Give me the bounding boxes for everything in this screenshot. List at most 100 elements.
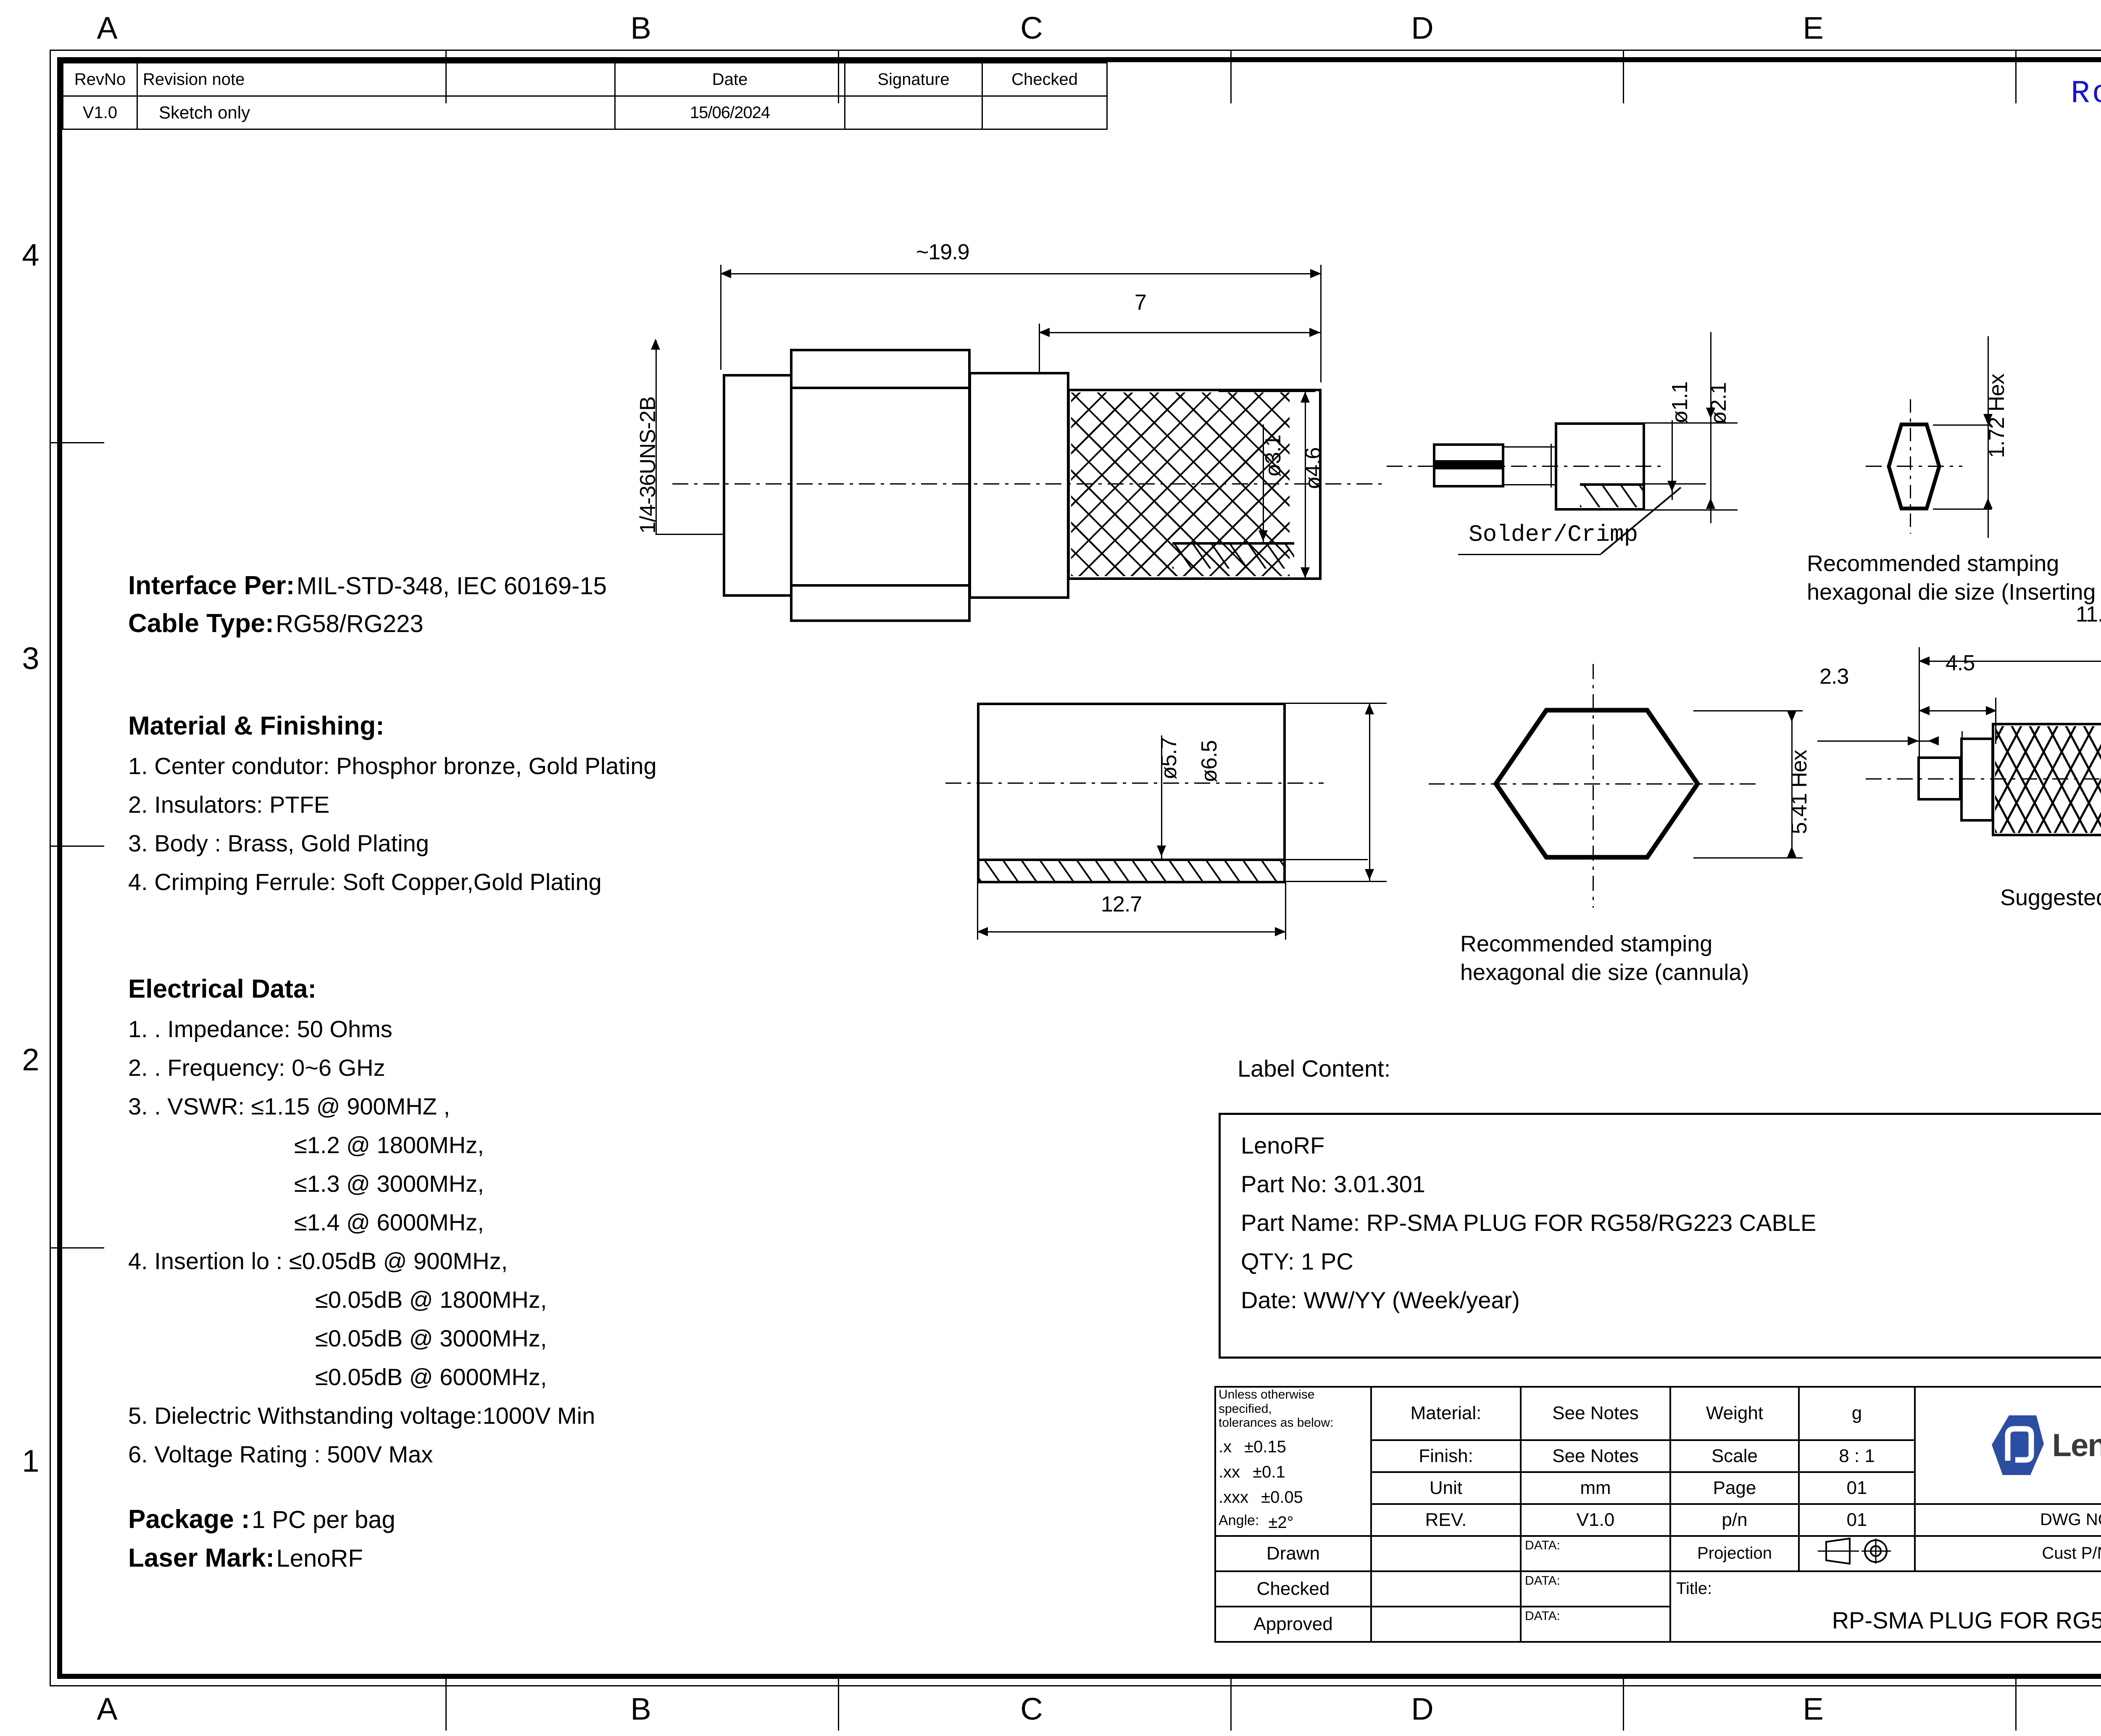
solder-crimp-leader (1600, 487, 1682, 555)
pin-shank-bot (1502, 484, 1557, 485)
electrical-item-2: 2. . Frequency: 0~6 GHz (128, 1054, 385, 1081)
pinhex-centerline-v (1910, 399, 1911, 534)
strip-dim-45-label: 4.5 (1946, 651, 1975, 675)
pin-view-centerline (1387, 466, 1664, 467)
finish-label-cell: Finish: (1370, 1439, 1522, 1473)
zone-col-a-top: A (97, 11, 118, 45)
ferrule-sleeve-body (977, 703, 1286, 883)
tolerance-note-line1: Unless otherwise specified, (1219, 1388, 1315, 1416)
zone-sep-bot-5 (2015, 1677, 2017, 1731)
strip-dim-23-arrow-r1 (1908, 736, 1919, 746)
main-thread-note: 1/4-36UNS-2B (636, 396, 660, 534)
rohs-compliant-note: RoHS Compliant. (2070, 76, 2101, 112)
pinhex-caption-line2: hexagonal die size (Inserting pin) (1807, 580, 2101, 605)
main-dim-ferrule-arrow-left (1039, 328, 1050, 337)
tol-xxx-value: ±0.05 (1261, 1488, 1303, 1507)
main-dim-overall-arrow-right (1310, 269, 1321, 278)
ferrule-sleeve-section (979, 861, 1283, 881)
cannula-hex-dim-line (1791, 710, 1793, 857)
electrical-item-3a: ≤1.2 @ 1800MHz, (294, 1132, 484, 1158)
strip-dim-115-label: 11.5 (2076, 602, 2101, 627)
dwg-no-label-cell: DWG NO. (1914, 1503, 2101, 1537)
title-block-row-4: REV. V1.0 p/n 01 DWG NO. 3.01.301 (1215, 1503, 2101, 1537)
pin-shank-top (1502, 446, 1557, 448)
unit-value-cell: mm (1520, 1471, 1671, 1505)
cust-pn-label-cell: Cust P/N. (1914, 1535, 2101, 1572)
hex-nut-chamfer-top (790, 387, 971, 389)
connector-thread-sleeve (723, 374, 803, 597)
zone-sep-top-4 (1623, 50, 1624, 103)
pin-dim-d11-label: ø1.1 (1668, 381, 1692, 424)
electrical-item-1: 1. . Impedance: 50 Ohms (128, 1016, 392, 1042)
main-dim-overall-line (720, 273, 1321, 274)
zone-sep-bot-1 (445, 1677, 447, 1731)
title-block-row-approved: Approved DATA: (1214, 1605, 2101, 1643)
zone-row-1-left: 1 (22, 1444, 39, 1478)
main-dim-ferrule-ext-left (1039, 324, 1040, 378)
scale-label-cell: Scale (1669, 1439, 1800, 1473)
main-dim-d31-arrow (1258, 530, 1268, 541)
material-label-cell: Material: (1370, 1386, 1522, 1441)
brand-name: LenoRF (2052, 1427, 2101, 1463)
tol-x-value: ±0.15 (1244, 1437, 1286, 1456)
interface-per-label: Interface Per: (128, 571, 295, 600)
material-heading: Material & Finishing: (128, 711, 384, 740)
laser-mark-block: Laser Mark: LenoRF (128, 1543, 363, 1573)
solder-crimp-note: Solder/Crimp (1469, 521, 1638, 548)
checked-data-cell: DATA: (1520, 1570, 1671, 1607)
label-line-2: Part No: 3.01.301 (1241, 1171, 1425, 1197)
ferrule-ext-bot (1284, 881, 1387, 882)
strip-dim-45-ext-r (1995, 698, 1996, 744)
package-block: Package : 1 PC per bag (128, 1504, 395, 1534)
revision-header-revno: RevNo (62, 62, 138, 97)
unit-label-cell: Unit (1370, 1471, 1522, 1505)
label-content-box: LenoRF Part No: 3.01.301 Part Name: RP-S… (1219, 1113, 2101, 1359)
electrical-item-4: 4. Insertion lo : ≤0.05dB @ 900MHz, (128, 1248, 508, 1274)
projection-symbol-cell (1798, 1535, 1916, 1572)
title-block-row-1: Unless otherwise specified, tolerances a… (1214, 1386, 2101, 1537)
revision-header-signature: Signature (844, 62, 983, 97)
material-item-2: 2. Insulators: PTFE (128, 791, 330, 818)
interface-per-value: MIL-STD-348, IEC 60169-15 (296, 572, 607, 600)
checked-value-cell (1370, 1570, 1522, 1607)
main-dim-d31-ext-top (1219, 391, 1315, 392)
main-dim-ferrule-arrow-right (1309, 328, 1320, 337)
label-line-5: Date: WW/YY (Week/year) (1241, 1287, 1520, 1313)
main-dim-d46-line (1305, 391, 1306, 579)
tol-angle-label: Angle: (1219, 1512, 1259, 1528)
material-value-cell: See Notes (1520, 1386, 1671, 1441)
strip-dim-23-line (1817, 740, 1935, 742)
page-label-cell: Page (1669, 1471, 1800, 1505)
title-block-row-3: Unit mm Page 01 (1215, 1471, 2101, 1505)
ferrule-dim-len-arrow-r (1275, 927, 1286, 936)
zone-sep-left-3 (50, 1247, 104, 1249)
ferrule-dim-len-ext-l (977, 881, 978, 940)
tol-xx-label: .xx (1219, 1462, 1240, 1481)
ferrule-view-centerline (945, 782, 1324, 784)
main-dim-d46-label: ø4.6 (1301, 447, 1325, 490)
label-line-3: Part Name: RP-SMA PLUG FOR RG58/RG223 CA… (1241, 1209, 1817, 1236)
main-dim-d46-ext-bot (1219, 578, 1315, 579)
package-value: 1 PC per bag (251, 1506, 395, 1533)
material-item-4: 4. Crimping Ferrule: Soft Copper,Gold Pl… (128, 869, 602, 895)
electrical-item-6: 6. Voltage Rating : 500V Max (128, 1441, 433, 1467)
ferrule-dim-d65-arrow-u (1365, 703, 1374, 714)
pin-dim-d21-arrow-d (1706, 408, 1715, 419)
page-value-cell: 01 (1798, 1471, 1916, 1505)
tolerance-note-line2: tolerances as below: (1219, 1416, 1334, 1430)
strip-dim-115-line (1919, 661, 2101, 662)
ferrule-dim-d65-label: ø6.5 (1197, 740, 1222, 782)
approved-label-cell: Approved (1214, 1605, 1372, 1643)
finish-value-cell: See Notes (1520, 1439, 1671, 1473)
zone-col-a-bottom: A (97, 1691, 118, 1726)
tolerance-note-cell: Unless otherwise specified, tolerances a… (1214, 1386, 1372, 1537)
main-view-centerline (672, 483, 1387, 485)
material-item-3: 3. Body : Brass, Gold Plating (128, 830, 429, 856)
revision-header-checked: Checked (982, 62, 1108, 97)
cannula-hex-dim-label: 5.41 Hex (1787, 750, 1811, 834)
main-thread-leader-v (656, 340, 657, 534)
zone-sep-bot-3 (1230, 1677, 1232, 1731)
revision-cell-note: Sketch only (137, 95, 616, 130)
pin-barrel-bore-edge (1580, 483, 1643, 486)
strip-dim-45-arrow-l (1919, 706, 1930, 715)
